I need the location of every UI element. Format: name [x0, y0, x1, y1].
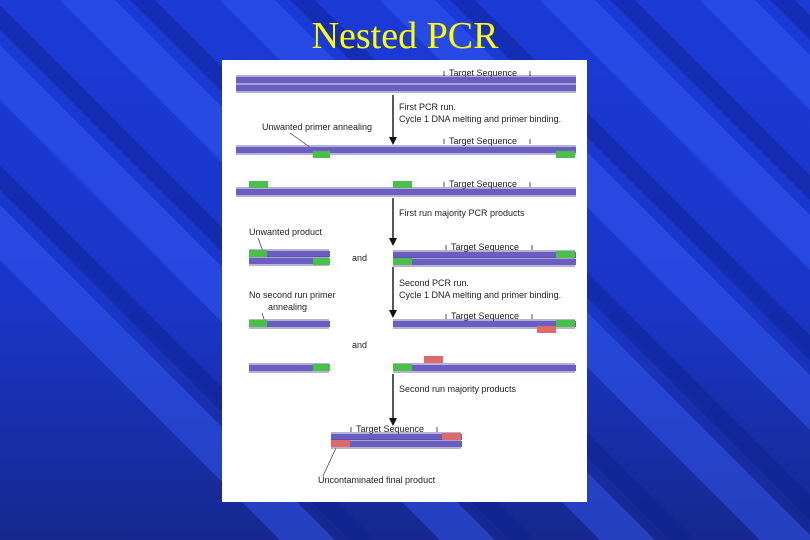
label-target-sequence: Target Sequence [451, 311, 519, 321]
primer-outer [556, 251, 575, 258]
label-cycle-melting-1: Cycle 1 DNA melting and primer binding. [399, 114, 561, 124]
label-final-product: Uncontaminated final product [318, 475, 436, 485]
strand-inner-primer-bottom [393, 363, 576, 373]
label-unwanted-annealing: Unwanted primer annealing [262, 122, 372, 132]
primer-inner [442, 433, 461, 440]
primer-outer-unwanted [313, 151, 330, 158]
arrow-first-run-head [389, 137, 397, 145]
figure-panel: Target Sequence First PCR run. Cycle 1 DNA… [222, 60, 587, 502]
primer-outer [249, 250, 267, 257]
primer-inner [537, 326, 556, 333]
target-product-bottom [393, 257, 576, 267]
label-first-run: First PCR run. [399, 102, 456, 112]
primer-outer [556, 151, 575, 158]
primer-outer [393, 258, 412, 265]
primer-inner [424, 356, 443, 363]
label-and: and [352, 253, 367, 263]
label-target-sequence: Target Sequence [451, 242, 519, 252]
primer-outer [249, 181, 268, 188]
melted-strand-top [236, 145, 576, 155]
template-strand-bottom [236, 83, 576, 93]
primer-outer [556, 320, 575, 327]
arrow-second-run-head [389, 310, 397, 318]
primer-inner [331, 440, 350, 447]
melted-strand-bottom [236, 187, 576, 197]
label-second-run: Second PCR run. [399, 278, 469, 288]
primer-outer [313, 258, 330, 265]
primer-outer [393, 364, 412, 371]
label-and-2: and [352, 340, 367, 350]
label-unwanted-product: Unwanted product [249, 227, 323, 237]
slide-title: Nested PCR [0, 14, 810, 58]
label-no-second-annealing: No second run primer [249, 290, 336, 300]
label-target-sequence: Target Sequence [449, 136, 517, 146]
label-first-run-products: First run majority PCR products [399, 208, 525, 218]
label-second-run-products: Second run majority products [399, 384, 517, 394]
arrow-first-products-head [389, 238, 397, 246]
primer-outer [249, 320, 267, 327]
primer-outer [393, 181, 412, 188]
nested-pcr-diagram: Target Sequence First PCR run. Cycle 1 DNA… [222, 60, 587, 502]
label-cycle-melting-2: Cycle 1 DNA melting and primer binding. [399, 290, 561, 300]
leader-final-product [323, 448, 336, 476]
label-no-second-annealing-2: annealing [268, 302, 307, 312]
primer-outer [313, 364, 330, 371]
final-product-bottom [331, 439, 462, 449]
